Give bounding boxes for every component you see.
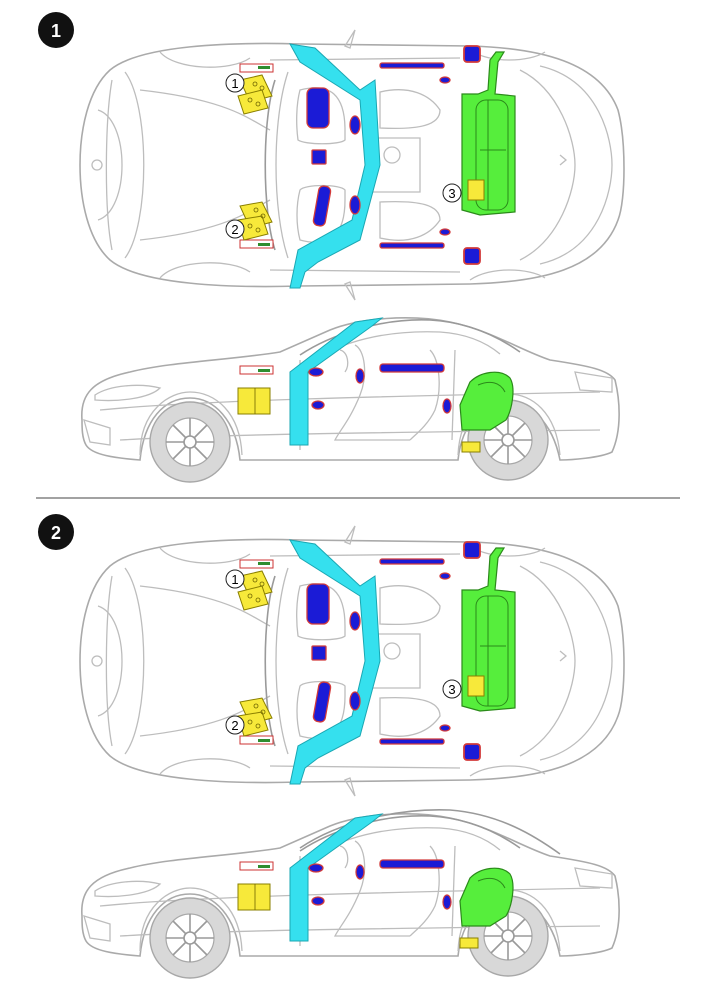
callout-3: 3 bbox=[442, 679, 462, 699]
airbag-driver-knee bbox=[311, 149, 327, 165]
fuse-box-front-right bbox=[239, 239, 274, 249]
airbag-side-curtain-side bbox=[379, 363, 445, 373]
airbag-knee-side bbox=[308, 863, 324, 873]
airbag-headrest-left bbox=[439, 572, 451, 580]
battery-2 bbox=[237, 697, 273, 737]
section-2-side-view bbox=[80, 809, 620, 979]
airbag-seat-left bbox=[349, 115, 361, 135]
fuse-box-side bbox=[239, 861, 274, 871]
callout-3: 3 bbox=[442, 183, 462, 203]
roll-bar-left bbox=[463, 45, 481, 63]
fuse-box-front-left bbox=[239, 559, 274, 569]
callout-2: 2 bbox=[225, 219, 245, 239]
airbag-seat-right bbox=[349, 195, 361, 215]
svg-text:1: 1 bbox=[51, 21, 61, 41]
airbag-side-curtain-left bbox=[379, 62, 445, 69]
section-1: 1 bbox=[38, 12, 625, 483]
fuse-box-front-left bbox=[239, 63, 274, 73]
airbag-seat-right bbox=[349, 691, 361, 711]
airbag-headrest-side bbox=[442, 398, 452, 414]
svg-text:2: 2 bbox=[51, 523, 61, 543]
roll-bar-left bbox=[463, 541, 481, 559]
pillar-reinforcement-side bbox=[289, 813, 384, 942]
pillar-reinforcement-side bbox=[289, 317, 384, 446]
battery-1 bbox=[237, 570, 273, 611]
svg-text:1: 1 bbox=[231, 572, 238, 587]
svg-text:2: 2 bbox=[231, 718, 238, 733]
battery-side bbox=[237, 883, 271, 911]
section-1-side-view bbox=[80, 317, 620, 483]
pillar-reinforcement bbox=[289, 539, 381, 785]
section-1-top-view: 1 2 3 bbox=[79, 29, 625, 301]
airbag-side-curtain-right bbox=[379, 242, 445, 249]
airbag-side-curtain-left bbox=[379, 558, 445, 565]
airbag-lower-side bbox=[311, 400, 325, 410]
svg-text:3: 3 bbox=[448, 682, 455, 697]
fuel-tank bbox=[461, 51, 516, 216]
section-1-badge: 1 bbox=[38, 12, 74, 48]
airbag-headrest-side bbox=[442, 894, 452, 910]
svg-text:2: 2 bbox=[231, 222, 238, 237]
callout-2: 2 bbox=[225, 715, 245, 735]
airbag-passenger-front bbox=[306, 87, 330, 129]
battery-2 bbox=[237, 201, 273, 241]
airbag-driver-knee bbox=[311, 645, 327, 661]
airbag-passenger-front bbox=[306, 583, 330, 625]
fuel-tank-side bbox=[459, 867, 514, 927]
airbag-headrest-left bbox=[439, 76, 451, 84]
battery-side bbox=[237, 387, 271, 415]
pillar-reinforcement bbox=[289, 43, 381, 289]
section-2: 2 bbox=[38, 514, 625, 979]
fuse-box-front-right bbox=[239, 735, 274, 745]
roll-bar-right bbox=[463, 743, 481, 761]
callout-1: 1 bbox=[225, 73, 245, 93]
airbag-side-curtain-side bbox=[379, 859, 445, 869]
roll-bar-right bbox=[463, 247, 481, 265]
airbag-headrest-right bbox=[439, 724, 451, 732]
hardtop-roof bbox=[299, 809, 561, 855]
fuel-filler-side bbox=[459, 937, 479, 949]
airbag-headrest-right bbox=[439, 228, 451, 236]
svg-text:3: 3 bbox=[448, 186, 455, 201]
fuel-tank bbox=[461, 547, 516, 712]
fuel-filler-side bbox=[461, 441, 481, 453]
section-2-top-view: 1 2 3 bbox=[79, 525, 625, 797]
airbag-driver-front bbox=[312, 185, 332, 227]
airbag-seat-side bbox=[355, 368, 365, 384]
airbag-seat-side bbox=[355, 864, 365, 880]
airbag-seat-left bbox=[349, 611, 361, 631]
battery-1 bbox=[237, 74, 273, 115]
section-2-badge: 2 bbox=[38, 514, 74, 550]
fuse-box-side bbox=[239, 365, 274, 375]
fuel-tank-side bbox=[459, 371, 514, 431]
svg-text:1: 1 bbox=[231, 76, 238, 91]
airbag-lower-side bbox=[311, 896, 325, 906]
airbag-driver-front bbox=[312, 681, 332, 723]
airbag-knee-side bbox=[308, 367, 324, 377]
airbag-side-curtain-right bbox=[379, 738, 445, 745]
callout-1: 1 bbox=[225, 569, 245, 589]
